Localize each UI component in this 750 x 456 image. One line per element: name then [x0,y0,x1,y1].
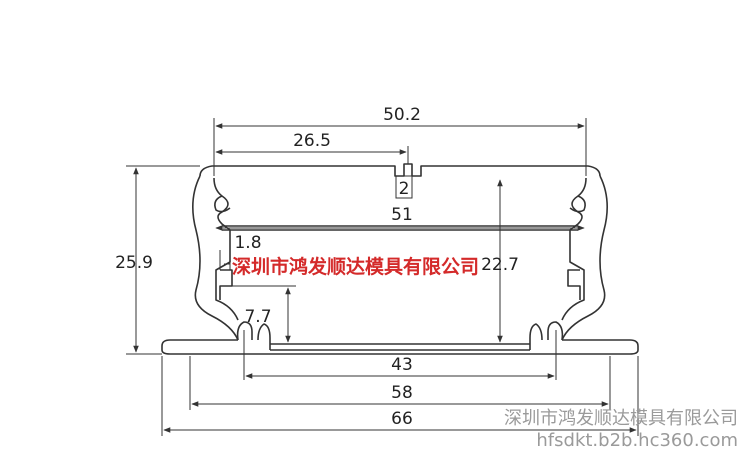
label-rib-height: 7.7 [244,307,271,327]
left-screw-channel [214,195,231,213]
right-rib-slot [567,269,581,300]
dim-box-slot-width [395,175,413,199]
label-inner-height: 22.7 [481,255,519,275]
right-foot-hook [529,321,564,350]
watermarks: 深圳市鸿发顺达模具有限公司 深圳市鸿发顺达模具有限公司 hfsdkt.b2b.h… [232,255,738,451]
left-rib-slot [219,269,233,300]
right-wall-outer [561,175,608,341]
label-base-inner: 43 [391,355,413,375]
right-screw-channel [569,195,586,213]
label-slot-width: 2 [399,179,410,199]
label-base-mid: 58 [391,383,413,403]
label-total-height: 25.9 [115,253,153,273]
watermark-center-company: 深圳市鸿发顺达模具有限公司 [232,255,479,278]
dimension-labels: 50.2 26.5 2 51 25.9 22.7 1.8 7.7 43 58 6… [115,105,519,429]
watermark-corner-company: 深圳市鸿发顺达模具有限公司 [504,408,738,429]
label-slot-offset: 26.5 [293,131,331,151]
watermark-corner-url: hfsdkt.b2b.hc360.com [536,430,738,451]
top-plate [199,163,601,177]
dimension-lines [126,118,639,436]
label-top-width: 50.2 [383,105,421,125]
label-base-width: 66 [391,409,413,429]
label-rib-thickness: 1.8 [234,233,261,253]
label-inner-width: 51 [391,205,413,225]
left-foot-hook [236,321,271,350]
left-wall-inner [213,177,239,321]
left-wall-outer [192,175,239,341]
base-flange [161,339,639,355]
right-wall-inner [561,177,587,321]
